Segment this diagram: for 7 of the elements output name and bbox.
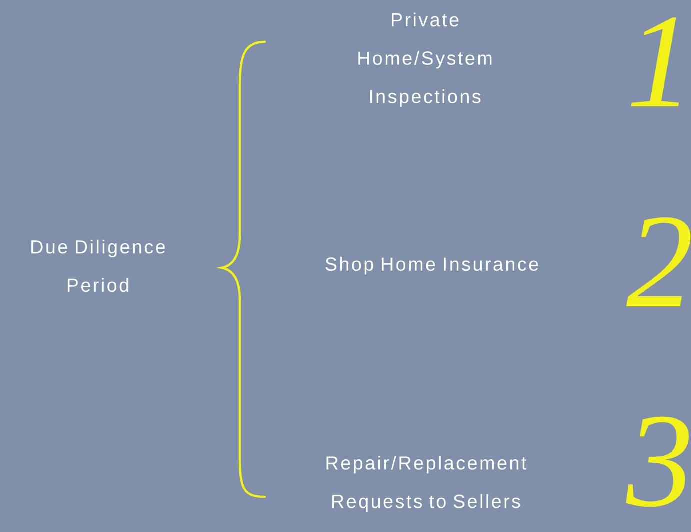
- item-text: Due Diligence Period: [32, 240, 166, 292]
- item-text: Private Home/System Inspections: [358, 12, 492, 108]
- step-number: 2: [626, 217, 691, 307]
- item-text: Shop Home Insurance: [326, 257, 538, 275]
- item-text: Repair/Replacement Requests to Sellers: [326, 456, 527, 512]
- step-number: 3: [626, 416, 689, 508]
- step-number: 1: [631, 18, 680, 106]
